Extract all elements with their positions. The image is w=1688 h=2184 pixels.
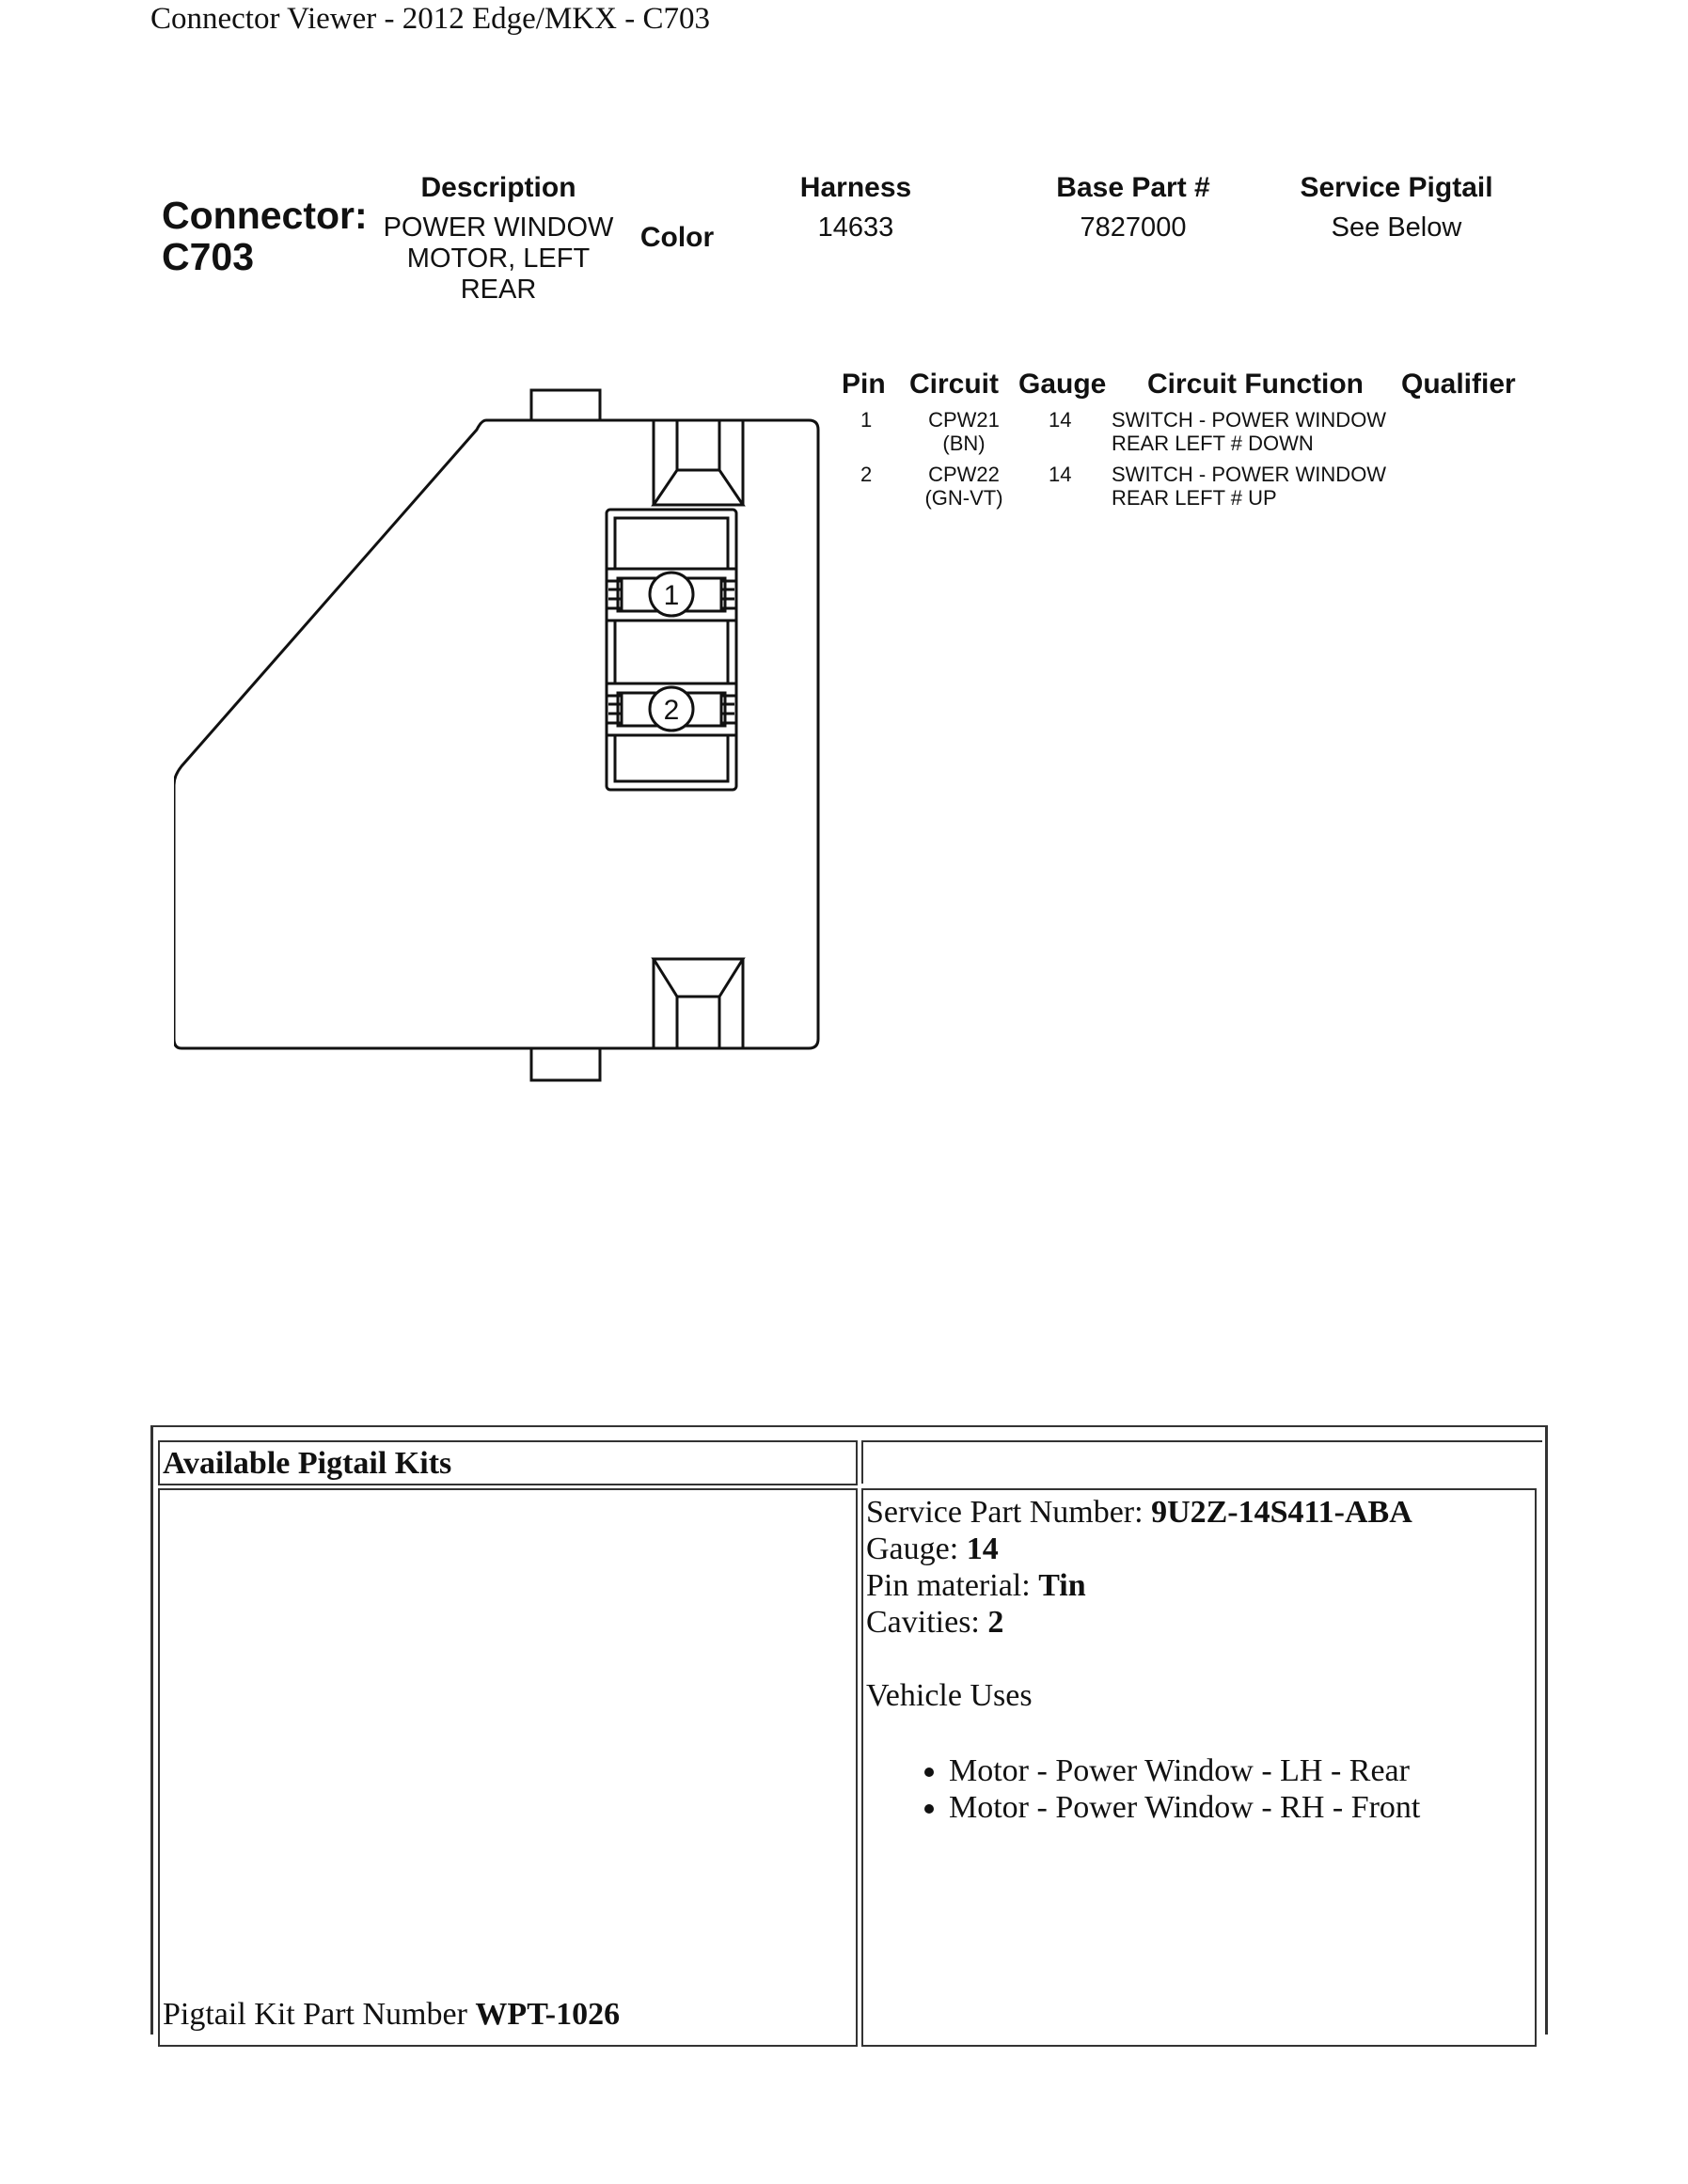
kit-part-label: Pigtail Kit Part Number <box>163 1997 476 2032</box>
connector-label-line1: Connector: <box>162 194 368 237</box>
connector-label: Connector: C703 <box>162 195 368 277</box>
circuit-id: CPW21 <box>928 408 1000 432</box>
cavities-label: Cavities: <box>866 1605 988 1640</box>
harness-header: Harness <box>799 172 912 203</box>
base-part-value: 7827000 <box>1080 212 1187 243</box>
qualifier-header: Qualifier <box>1401 369 1516 400</box>
cavity-block-inner <box>613 516 730 783</box>
description-line: MOTOR, LEFT <box>406 244 591 274</box>
circuit-function-header: Circuit Function <box>1147 369 1364 400</box>
connector-id: C703 <box>162 235 255 278</box>
wire-color: (BN) <box>942 432 986 455</box>
gauge-label: Gauge: <box>866 1532 967 1566</box>
circuit-function: SWITCH - POWER WINDOW REAR LEFT # DOWN <box>1112 408 1386 455</box>
top-latch-tab <box>529 388 602 422</box>
cavity-1 <box>605 567 738 622</box>
vehicle-uses-list: Motor - Power Window - LH - Rear Motor -… <box>866 1752 1420 1826</box>
bottom-latch-tab <box>529 1046 602 1082</box>
base-part-header: Base Part # <box>1056 172 1210 203</box>
pigtail-header-cell: Available Pigtail Kits <box>158 1440 858 1485</box>
connector-housing-outline <box>174 418 820 1050</box>
vehicle-uses-label: Vehicle Uses <box>866 1678 1033 1713</box>
pin-number: 1 <box>860 408 873 432</box>
gauge-header: Gauge <box>1018 369 1107 400</box>
pigtail-details-cell: Service Part Number: 9U2Z-14S411-ABA Gau… <box>861 1488 1537 2047</box>
pigtail-kits-table: Available Pigtail Kits Pigtail Kit Part … <box>150 1425 1548 2047</box>
circuit-cell: CPW22 (GN-VT) <box>912 463 1016 510</box>
connector-face-diagram: 1 2 <box>174 388 820 1082</box>
harness-value: 14633 <box>817 212 894 243</box>
cavity-1-label: 1 <box>664 580 680 611</box>
color-header: Color <box>639 222 715 253</box>
pigtail-details: Service Part Number: 9U2Z-14S411-ABA Gau… <box>866 1494 1420 1826</box>
function-line: SWITCH - POWER WINDOW <box>1112 408 1387 432</box>
circuit-function: SWITCH - POWER WINDOW REAR LEFT # UP <box>1112 463 1386 510</box>
description-line: REAR <box>460 275 537 305</box>
function-line: SWITCH - POWER WINDOW <box>1112 463 1387 486</box>
gauge-line: Gauge: 14 <box>866 1531 1420 1567</box>
pin-header: Pin <box>842 369 886 400</box>
pin-material-line: Pin material: Tin <box>866 1567 1420 1604</box>
cavity-2-label: 2 <box>664 695 680 726</box>
kit-part-value: WPT-1026 <box>475 1997 621 2032</box>
vehicle-use-item: Motor - Power Window - RH - Front <box>949 1789 1420 1826</box>
service-part-label: Service Part Number: <box>866 1495 1152 1530</box>
pigtail-header: Available Pigtail Kits <box>163 1446 452 1481</box>
wire-color: (GN-VT) <box>924 486 1003 510</box>
kit-part-number: Pigtail Kit Part Number WPT-1026 <box>163 1996 620 2033</box>
gauge-value: 14 <box>966 1532 999 1566</box>
service-pigtail-value: See Below <box>1331 212 1462 243</box>
pin-material-label: Pin material: <box>866 1568 1039 1603</box>
service-part-value: 9U2Z-14S411-ABA <box>1151 1495 1412 1530</box>
description-line: POWER WINDOW <box>383 212 614 243</box>
vehicle-use-item: Motor - Power Window - LH - Rear <box>949 1752 1420 1789</box>
bottom-keyway <box>651 957 746 1048</box>
cavities-value: 2 <box>987 1605 1004 1640</box>
page-title: Connector Viewer - 2012 Edge/MKX - C703 <box>150 2 710 36</box>
description-value: POWER WINDOW MOTOR, LEFT REAR <box>367 212 630 306</box>
description-header: Description <box>420 172 576 203</box>
cavities-line: Cavities: 2 <box>866 1604 1420 1641</box>
circuit-header: Circuit <box>909 369 1000 400</box>
function-line: REAR LEFT # UP <box>1112 486 1277 510</box>
gauge-value: 14 <box>1049 408 1072 432</box>
gauge-value: 14 <box>1049 463 1072 486</box>
pin-material-value: Tin <box>1038 1568 1086 1603</box>
pigtail-header-spacer <box>861 1440 1542 1484</box>
pigtail-image-cell: Pigtail Kit Part Number WPT-1026 <box>158 1488 858 2047</box>
cavity-block-outer <box>605 508 738 792</box>
circuit-cell: CPW21 (BN) <box>912 408 1016 455</box>
service-part-line: Service Part Number: 9U2Z-14S411-ABA <box>866 1494 1420 1531</box>
function-line: REAR LEFT # DOWN <box>1112 432 1314 455</box>
pin-number: 2 <box>860 463 873 486</box>
top-keyway <box>651 420 746 507</box>
circuit-id: CPW22 <box>928 463 1000 486</box>
cavity-2 <box>605 682 738 737</box>
service-pigtail-header: Service Pigtail <box>1300 172 1493 203</box>
